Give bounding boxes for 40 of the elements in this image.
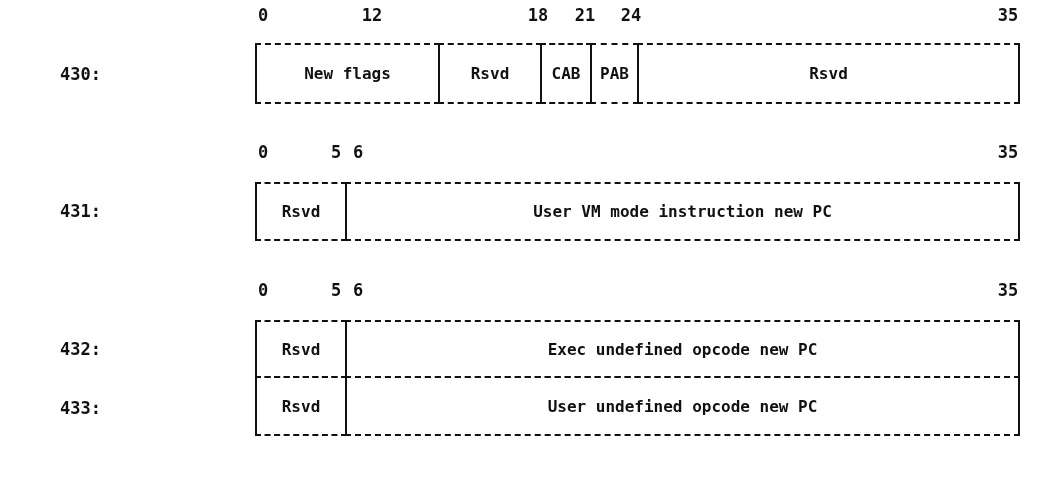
register-address: 432:	[60, 339, 101, 359]
field-name: User VM mode instruction new PC	[533, 202, 832, 221]
register-field	[255, 376, 347, 436]
bit-number: 5	[330, 142, 342, 162]
register-field	[255, 43, 440, 104]
register-address: 431:	[60, 201, 101, 221]
register-field	[255, 320, 347, 378]
field-name: User undefined opcode new PC	[547, 396, 818, 416]
field-name: CAB	[551, 64, 581, 83]
bit-number: 12	[361, 5, 383, 25]
register-field	[637, 43, 1020, 104]
register-address: 433:	[60, 398, 101, 418]
bit-number: 21	[574, 5, 596, 25]
register-field	[345, 182, 1020, 241]
register-field	[590, 43, 639, 104]
field-name: PAB	[600, 64, 629, 83]
bit-number: 35	[997, 5, 1019, 25]
bit-number: 0	[257, 280, 269, 300]
field-name: Exec undefined opcode new PC	[547, 339, 818, 359]
field-name: Rsvd	[281, 202, 321, 221]
bit-number: 0	[257, 142, 269, 162]
field-name: Rsvd	[281, 396, 321, 416]
bit-number: 24	[620, 5, 642, 25]
bit-number: 5	[330, 280, 342, 300]
field-name: New flags	[304, 64, 391, 83]
register-field	[345, 320, 1020, 378]
field-name: Rsvd	[809, 64, 848, 83]
register-field	[345, 376, 1020, 436]
field-name: Rsvd	[281, 339, 321, 359]
bit-number: 6	[352, 280, 364, 300]
bit-number: 35	[997, 280, 1019, 300]
register-field	[540, 43, 592, 104]
bit-number: 18	[527, 5, 549, 25]
register-field	[438, 43, 542, 104]
register-address: 430:	[60, 64, 101, 84]
bit-number: 35	[997, 142, 1019, 162]
bit-number: 6	[352, 142, 364, 162]
bit-number: 0	[257, 5, 269, 25]
field-name: Rsvd	[470, 64, 510, 83]
register-field	[255, 182, 347, 241]
